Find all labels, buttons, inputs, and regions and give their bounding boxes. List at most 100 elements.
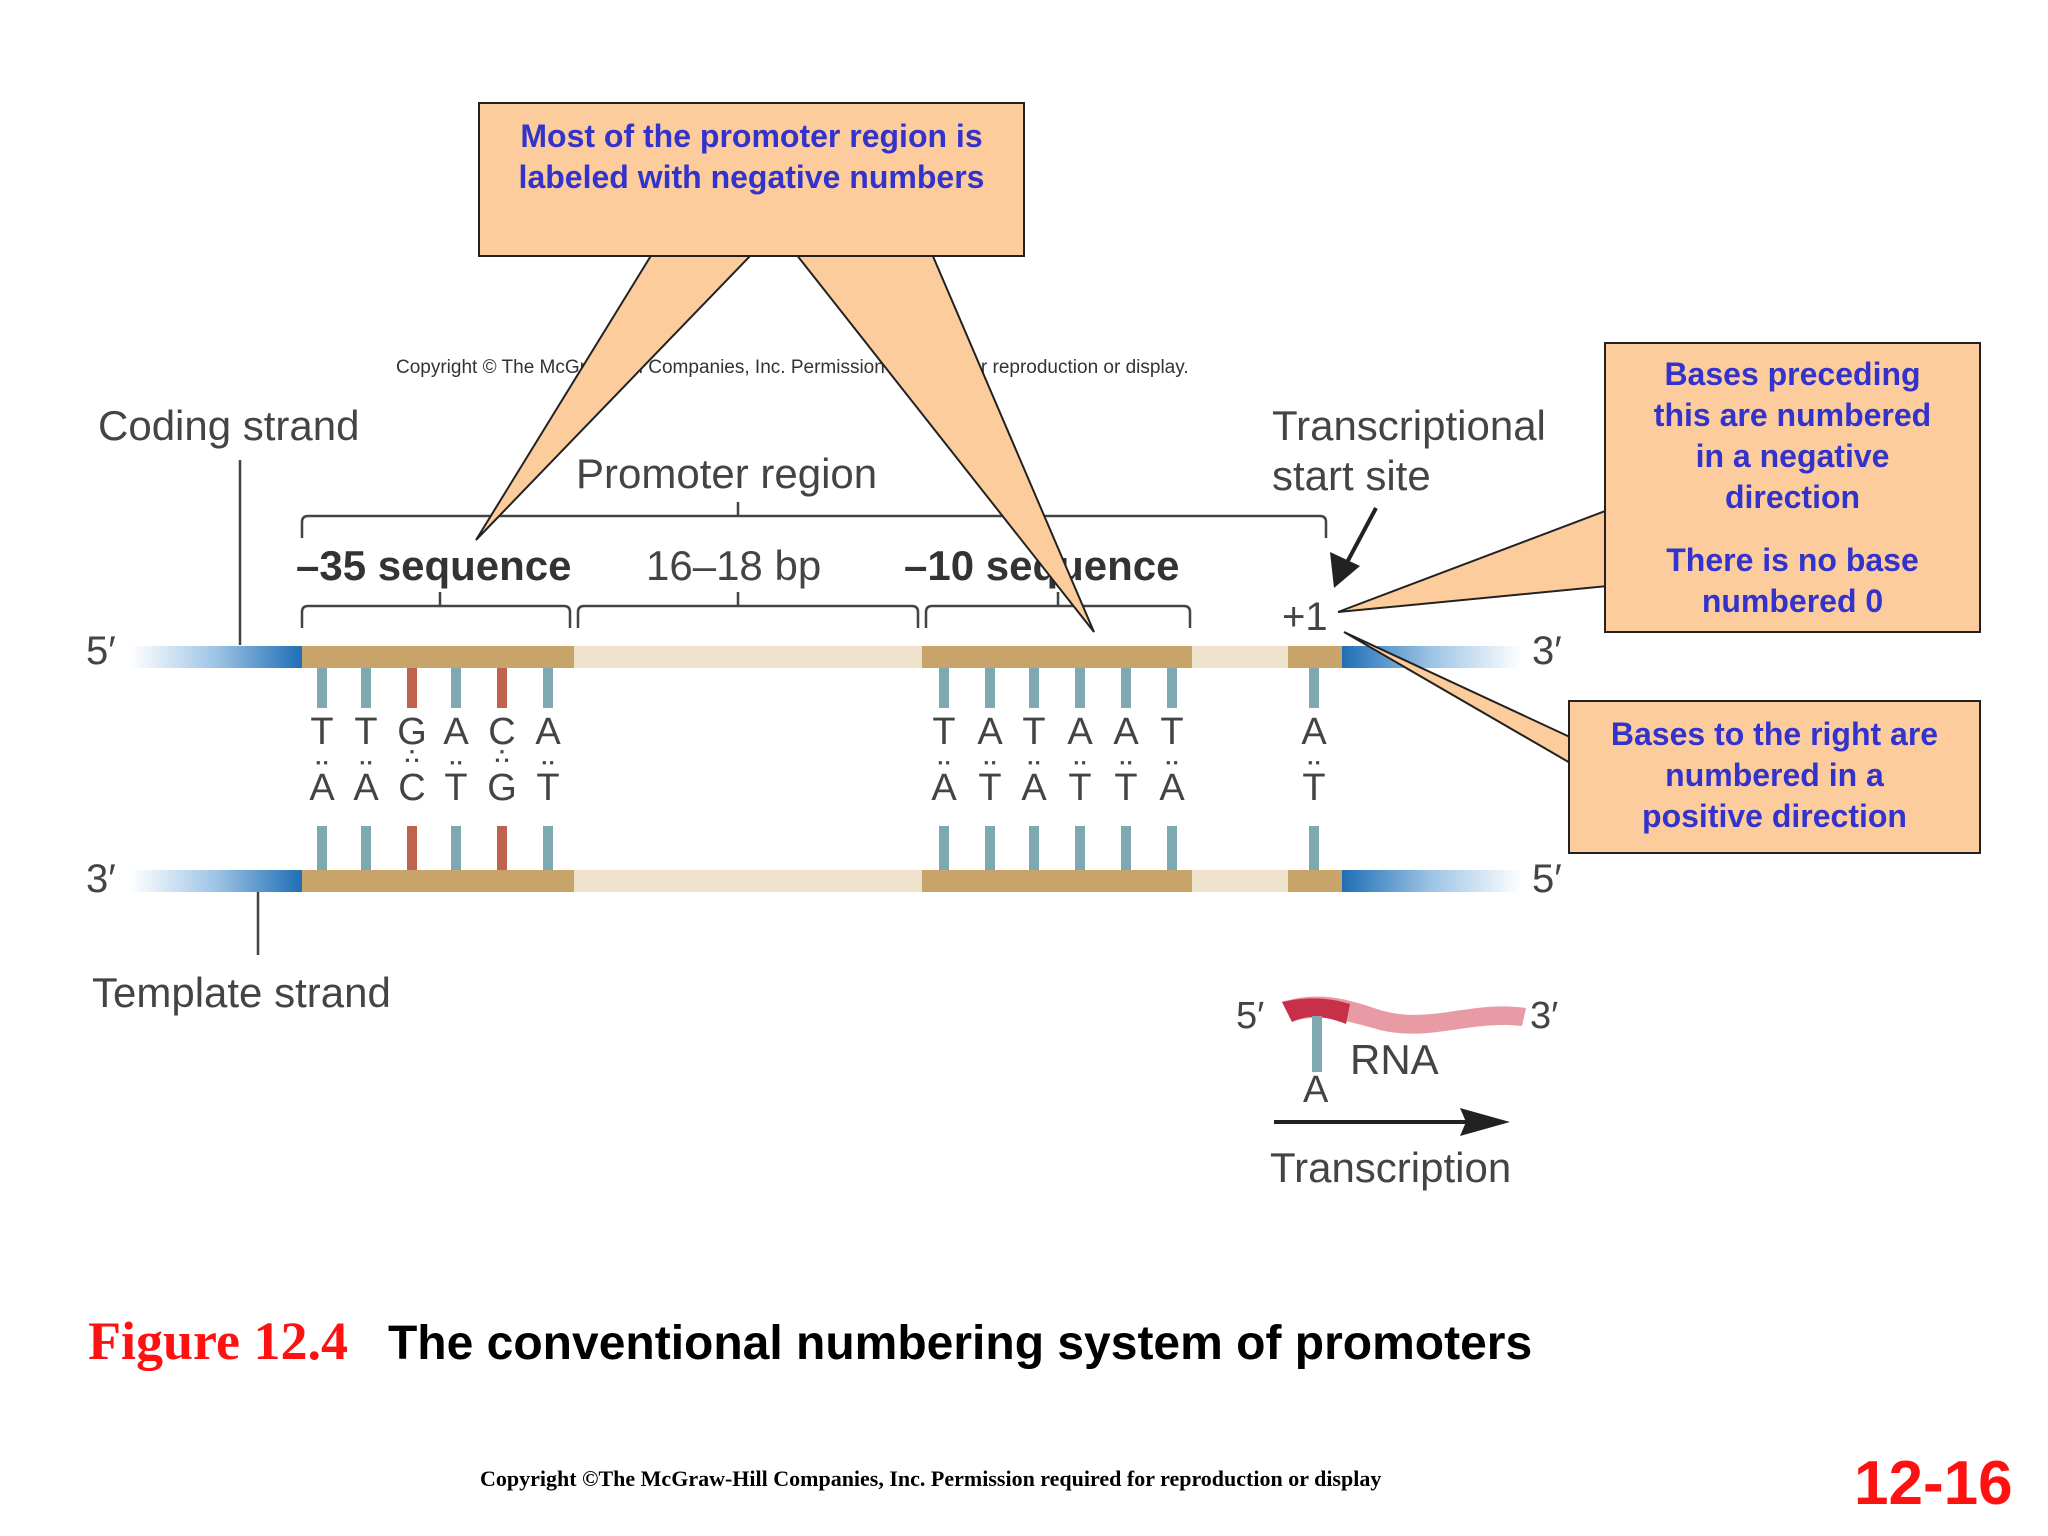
base-stub-top bbox=[407, 668, 417, 708]
callout-top-line1: Most of the promoter region is bbox=[520, 118, 983, 154]
plus1-label: +1 bbox=[1282, 595, 1328, 639]
rna-five-prime: 5′ bbox=[1236, 995, 1264, 1037]
base-stub-bottom bbox=[985, 826, 995, 870]
base-top-letter: G bbox=[397, 711, 427, 753]
five-prime-bottom: 5′ bbox=[1532, 857, 1562, 901]
callout-right1-line3: in a negative bbox=[1695, 438, 1890, 474]
minus35-bracket bbox=[300, 592, 572, 628]
spacer-bracket bbox=[576, 592, 920, 628]
hydrogen-bonds: ‥ bbox=[937, 744, 952, 769]
base-stub-top bbox=[543, 668, 553, 708]
callout-right2-line3: positive direction bbox=[1642, 798, 1907, 834]
base-stub-bottom bbox=[1029, 826, 1039, 870]
callout-top-line2: labeled with negative numbers bbox=[518, 159, 985, 195]
five-prime-top: 5′ bbox=[86, 629, 116, 673]
spacer-label: 16–18 bp bbox=[646, 542, 821, 589]
callout-right2-line1: Bases to the right are bbox=[1610, 716, 1939, 752]
base-stub-top bbox=[497, 668, 507, 708]
base-stub-bottom bbox=[1121, 826, 1131, 870]
base-stub-bottom bbox=[407, 826, 417, 870]
template-strand bbox=[130, 870, 1522, 892]
base-bottom-letter: A bbox=[1021, 767, 1047, 809]
hydrogen-bonds: ‥ bbox=[1027, 744, 1042, 769]
promoter-region-bracket bbox=[300, 502, 1328, 538]
coding-strand bbox=[130, 646, 1522, 668]
transcription-label: Transcription bbox=[1270, 1144, 1511, 1191]
tss-arrow-head bbox=[1330, 552, 1360, 588]
base-top-letter: A bbox=[1301, 711, 1327, 753]
callout-right1-line4: direction bbox=[1724, 479, 1861, 515]
base-stub-bottom bbox=[1167, 826, 1177, 870]
figure-copyright: Copyright © The McGraw-Hill Companies, I… bbox=[396, 357, 1189, 378]
rna-transcript bbox=[1282, 996, 1526, 1072]
tss-label-line2: start site bbox=[1272, 452, 1431, 499]
base-pairs: T‥AT‥AG∴CA‥TC∴GA‥TT‥AA‥TT‥AA‥TA‥TT‥AA‥T bbox=[309, 668, 1327, 870]
base-bottom-letter: T bbox=[978, 767, 1001, 809]
base-stub-bottom bbox=[1309, 826, 1319, 870]
base-stub-bottom bbox=[1075, 826, 1085, 870]
hydrogen-bonds: ‥ bbox=[1073, 744, 1088, 769]
base-bottom-letter: A bbox=[353, 767, 379, 809]
tss-label-line1: Transcriptional bbox=[1272, 402, 1546, 449]
tss-arrow-line bbox=[1342, 507, 1378, 569]
base-stub-top bbox=[985, 668, 995, 708]
figure-number: Figure 12.4 bbox=[88, 1311, 348, 1371]
base-stub-bottom bbox=[543, 826, 553, 870]
callout-positive-direction: Bases to the right are numbered in a pos… bbox=[1568, 700, 1981, 854]
base-stub-top bbox=[1029, 668, 1039, 708]
minus10-bracket bbox=[924, 592, 1192, 628]
callout-right1-line2: this are numbered bbox=[1653, 397, 1932, 433]
base-stub-top bbox=[1167, 668, 1177, 708]
rna-three-prime: 3′ bbox=[1530, 995, 1558, 1037]
base-top-letter: T bbox=[354, 711, 377, 753]
hydrogen-bonds: ∴ bbox=[495, 744, 509, 769]
base-stub-bottom bbox=[451, 826, 461, 870]
hydrogen-bonds: ‥ bbox=[541, 744, 556, 769]
base-top-letter: C bbox=[488, 711, 515, 753]
callout-negative-numbers: Most of the promoter region is labeled w… bbox=[478, 102, 1025, 257]
template-strand-label: Template strand bbox=[92, 969, 391, 1016]
coding-strand-label: Coding strand bbox=[98, 402, 360, 449]
figure-title: The conventional numbering system of pro… bbox=[387, 1317, 1533, 1370]
base-bottom-letter: T bbox=[1068, 767, 1091, 809]
base-top-letter: A bbox=[1113, 711, 1139, 753]
callout-right1-pointer bbox=[1337, 508, 1609, 613]
base-bottom-letter: A bbox=[931, 767, 957, 809]
hydrogen-bonds: ‥ bbox=[1307, 744, 1322, 769]
base-stub-bottom bbox=[497, 826, 507, 870]
callout-right1-line6: numbered 0 bbox=[1701, 583, 1884, 619]
callout-right1-line1: Bases preceding bbox=[1664, 356, 1921, 392]
hydrogen-bonds: ∴ bbox=[405, 744, 419, 769]
hydrogen-bonds: ‥ bbox=[315, 744, 330, 769]
base-bottom-letter: T bbox=[1302, 767, 1325, 809]
base-bottom-letter: T bbox=[1114, 767, 1137, 809]
rna-base-letter: A bbox=[1303, 1069, 1329, 1111]
base-top-letter: T bbox=[310, 711, 333, 753]
base-bottom-letter: C bbox=[398, 767, 425, 809]
base-stub-top bbox=[1309, 668, 1319, 708]
base-bottom-letter: A bbox=[309, 767, 335, 809]
hydrogen-bonds: ‥ bbox=[449, 744, 464, 769]
transcription-arrow-head bbox=[1460, 1108, 1510, 1136]
base-bottom-letter: T bbox=[536, 767, 559, 809]
callout-top-pointer-left bbox=[475, 253, 755, 541]
three-prime-top: 3′ bbox=[1532, 629, 1562, 673]
base-stub-bottom bbox=[317, 826, 327, 870]
base-top-letter: A bbox=[443, 711, 469, 753]
promoter-region-label: Promoter region bbox=[576, 450, 877, 497]
rna-label: RNA bbox=[1350, 1036, 1439, 1083]
hydrogen-bonds: ‥ bbox=[359, 744, 374, 769]
three-prime-bottom: 3′ bbox=[86, 857, 116, 901]
hydrogen-bonds: ‥ bbox=[1119, 744, 1134, 769]
base-top-letter: T bbox=[1160, 711, 1183, 753]
minus35-label: –35 sequence bbox=[296, 542, 572, 589]
base-bottom-letter: A bbox=[1159, 767, 1185, 809]
base-stub-top bbox=[317, 668, 327, 708]
base-stub-top bbox=[451, 668, 461, 708]
base-stub-top bbox=[361, 668, 371, 708]
base-stub-top bbox=[939, 668, 949, 708]
footer-copyright: Copyright ©The McGraw-Hill Companies, In… bbox=[480, 1466, 1382, 1491]
base-top-letter: T bbox=[932, 711, 955, 753]
callout-right2-line2: numbered in a bbox=[1665, 757, 1884, 793]
callout-negative-direction: Bases preceding this are numbered in a n… bbox=[1604, 342, 1981, 633]
